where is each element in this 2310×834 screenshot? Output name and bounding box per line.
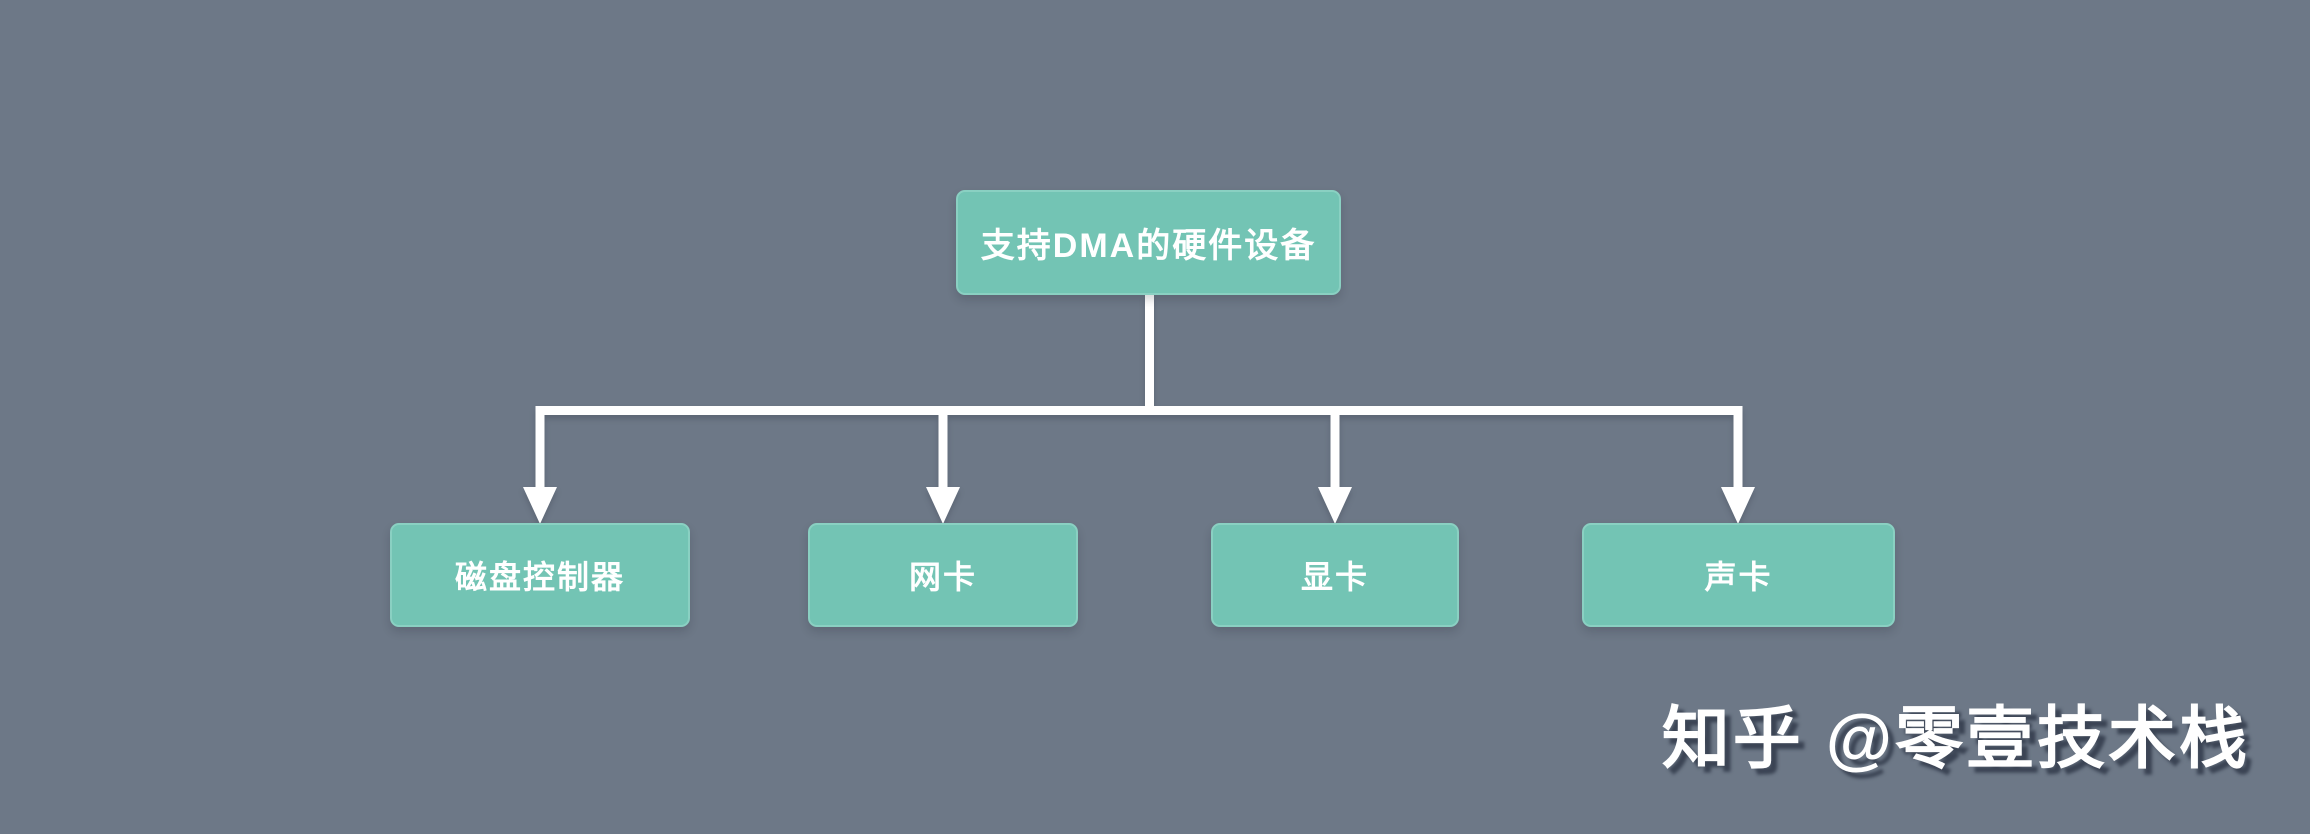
arrowhead-network-card-icon bbox=[926, 487, 960, 524]
arrowhead-disk-controller-icon bbox=[523, 487, 557, 524]
node-label-network-card: 网卡 bbox=[908, 559, 977, 595]
diagram-node-network-card: 网卡 bbox=[808, 523, 1078, 627]
node-label-root: 支持DMA的硬件设备 bbox=[980, 227, 1317, 265]
watermark: 知乎 @零壹技术栈 bbox=[1662, 683, 2250, 782]
diagram-node-root: 支持DMA的硬件设备 bbox=[956, 190, 1341, 295]
diagram-node-disk-controller: 磁盘控制器 bbox=[390, 523, 690, 627]
node-label-sound-card: 声卡 bbox=[1704, 559, 1773, 595]
node-label-graphics-card: 显卡 bbox=[1300, 559, 1369, 595]
watermark-text: 知乎 @零壹技术栈 bbox=[1661, 701, 2250, 777]
diagram-node-graphics-card: 显卡 bbox=[1211, 523, 1459, 627]
arrowhead-graphics-card-icon bbox=[1318, 487, 1352, 524]
diagram-node-sound-card: 声卡 bbox=[1582, 523, 1895, 627]
arrowhead-sound-card-icon bbox=[1721, 487, 1755, 524]
node-label-disk-controller: 磁盘控制器 bbox=[454, 559, 625, 595]
